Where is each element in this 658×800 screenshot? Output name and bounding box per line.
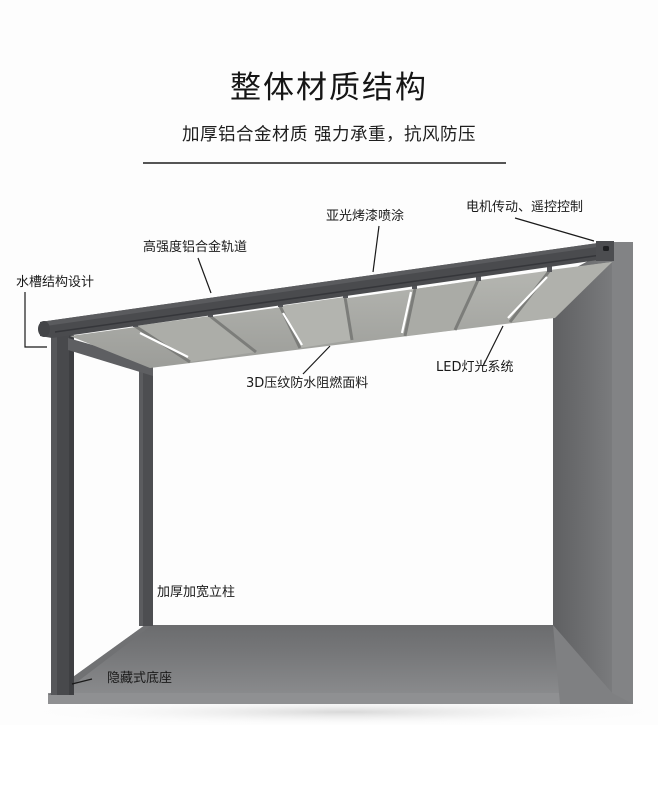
front-left-column xyxy=(51,335,74,695)
callout-matte-coating: 亚光烤漆喷涂 xyxy=(326,209,405,224)
roof-fabric xyxy=(70,262,612,368)
page-title: 整体材质结构 xyxy=(230,70,428,106)
callout-thick-column: 加厚加宽立柱 xyxy=(157,585,236,600)
callout-water-gutter: 水槽结构设计 xyxy=(16,275,95,290)
leader-lines xyxy=(24,217,595,685)
motor-housing xyxy=(596,241,614,261)
callout-aluminum-track: 高强度铝合金轨道 xyxy=(143,240,248,255)
callout-led-lighting: LED灯光系统 xyxy=(436,360,514,375)
title-divider xyxy=(143,162,506,164)
back-left-column xyxy=(139,362,153,626)
callout-motor-remote: 电机传动、遥控控制 xyxy=(466,200,584,215)
bottom-blank-area xyxy=(0,725,658,800)
right-wall xyxy=(553,242,633,704)
callout-hidden-base: 隐藏式底座 xyxy=(107,671,173,686)
led-strips xyxy=(139,276,548,358)
front-track-beam xyxy=(38,243,612,338)
left-side-beam xyxy=(68,338,153,376)
callout-fabric: 3D压纹防水阻燃面料 xyxy=(246,376,369,391)
page-subtitle: 加厚铝合金材质 强力承重，抗风防压 xyxy=(181,125,477,145)
floor-plate xyxy=(48,625,633,704)
ground-shadow xyxy=(15,698,658,726)
